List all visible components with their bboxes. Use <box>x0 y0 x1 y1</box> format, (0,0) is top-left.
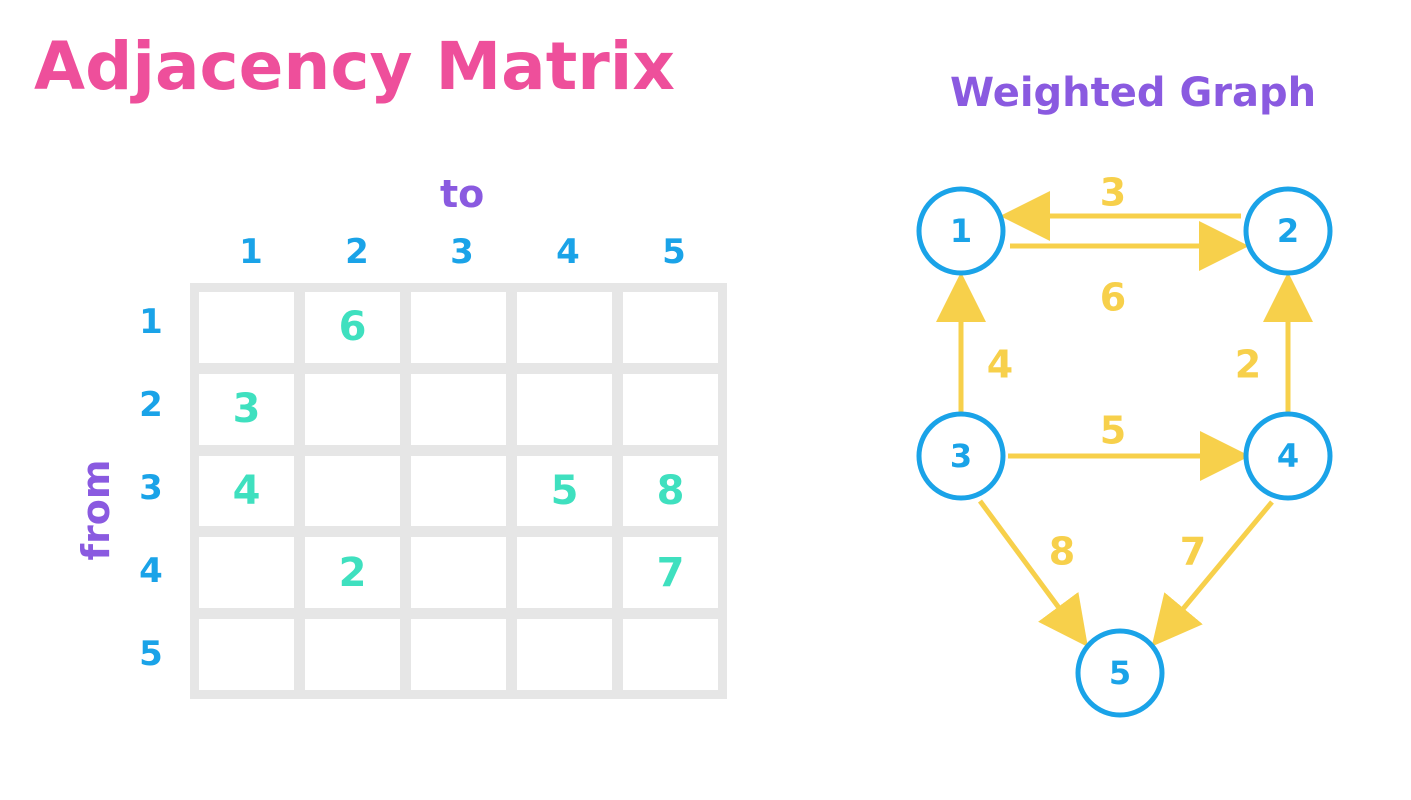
matrix-cell-4-5: 7 <box>623 537 718 609</box>
page-title: Adjacency Matrix <box>34 28 675 105</box>
matrix-cell-2-2 <box>305 373 400 445</box>
graph-node-3 <box>916 411 1006 501</box>
to-axis-label: to <box>440 172 485 216</box>
edge-weight-3-to-4: 5 <box>1100 409 1126 453</box>
matrix-cell-3-4: 5 <box>517 455 612 527</box>
matrix-cell-3-2 <box>305 455 400 527</box>
matrix-cell-2-4 <box>517 373 612 445</box>
graph-node-1 <box>916 186 1006 276</box>
matrix-cell-3-3 <box>411 455 506 527</box>
matrix-cell-5-2 <box>305 619 400 690</box>
matrix-cell-4-1 <box>199 537 294 609</box>
matrix-cell-3-1: 4 <box>199 455 294 527</box>
matrix-cell-4-3 <box>411 537 506 609</box>
matrix-cell-4-4 <box>517 537 612 609</box>
graph-node-label-2: 2 <box>1277 212 1299 250</box>
matrix-cell-2-3 <box>411 373 506 445</box>
edge-weight-3-to-1: 4 <box>987 343 1013 387</box>
row-header-1: 1 <box>139 302 163 342</box>
column-header-2: 2 <box>345 232 369 272</box>
matrix-cell-5-3 <box>411 619 506 690</box>
graph-node-label-4: 4 <box>1277 437 1299 475</box>
matrix-cell-4-2: 2 <box>305 537 400 609</box>
edge-weight-4-to-2: 2 <box>1235 343 1261 387</box>
graph-node-5 <box>1075 628 1165 718</box>
matrix-cell-1-1 <box>199 292 294 363</box>
row-header-4: 4 <box>139 551 163 591</box>
column-header-3: 3 <box>450 232 474 272</box>
matrix-cell-1-3 <box>411 292 506 363</box>
matrix-cell-3-5: 8 <box>623 455 718 527</box>
column-header-1: 1 <box>239 232 263 272</box>
matrix-cell-5-1 <box>199 619 294 690</box>
graph-node-label-3: 3 <box>950 437 972 475</box>
graph-node-label-5: 5 <box>1109 654 1131 692</box>
column-header-5: 5 <box>662 232 686 272</box>
graph-node-4 <box>1243 411 1333 501</box>
graph-node-label-1: 1 <box>950 212 972 250</box>
graph-title: Weighted Graph <box>950 70 1317 116</box>
matrix-cell-1-5 <box>623 292 718 363</box>
matrix-cell-2-5 <box>623 373 718 445</box>
row-header-5: 5 <box>139 634 163 674</box>
matrix-cell-2-1: 3 <box>199 373 294 445</box>
edge-3-to-5 <box>977 499 1088 648</box>
edge-weight-3-to-5: 8 <box>1049 530 1075 574</box>
graph-node-2 <box>1243 186 1333 276</box>
column-header-4: 4 <box>556 232 580 272</box>
matrix-cell-5-5 <box>623 619 718 690</box>
edge-weight-4-to-5: 7 <box>1180 530 1206 574</box>
row-header-3: 3 <box>139 468 163 508</box>
edge-weight-2-to-1: 3 <box>1100 171 1126 215</box>
edge-weight-1-to-2: 6 <box>1100 276 1126 320</box>
edge-4-to-5 <box>1151 500 1274 647</box>
row-header-2: 2 <box>139 385 163 425</box>
matrix-cell-1-4 <box>517 292 612 363</box>
matrix-cell-5-4 <box>517 619 612 690</box>
matrix-cell-1-2: 6 <box>305 292 400 363</box>
